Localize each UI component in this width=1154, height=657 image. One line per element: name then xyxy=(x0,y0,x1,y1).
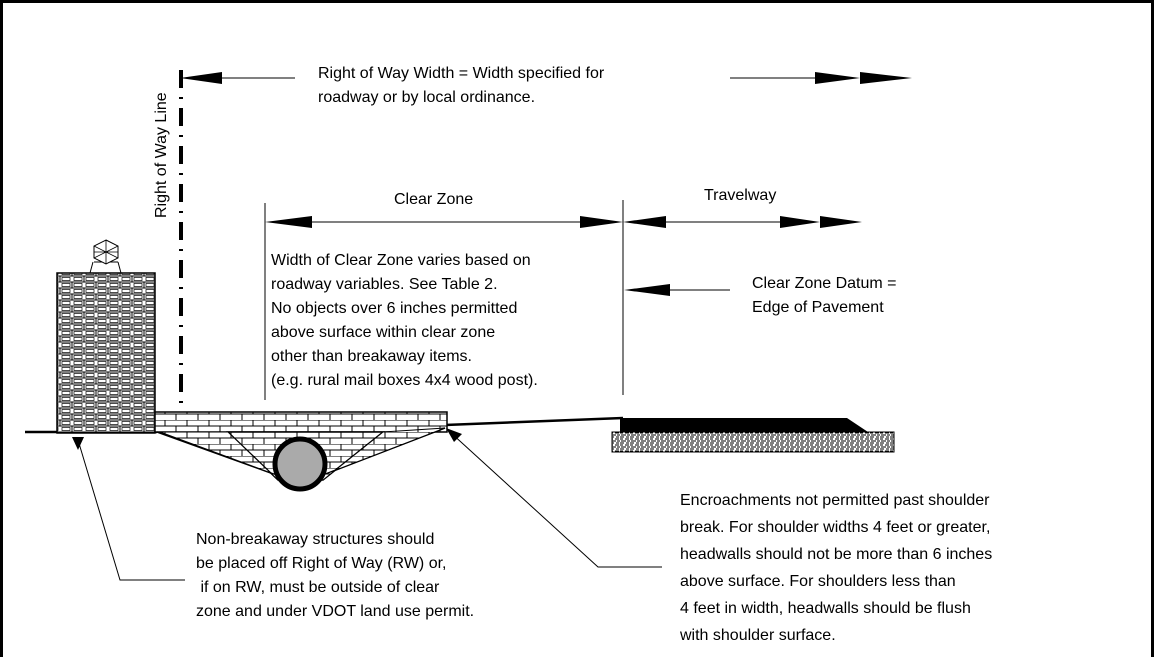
clear-zone-note-line-1: Width of Clear Zone varies based on xyxy=(271,252,531,269)
non-breakaway-line-2: be placed off Right of Way (RW) or, xyxy=(196,555,447,572)
travelway-label: Travelway xyxy=(704,187,777,204)
encroachments-line-4: above surface. For shoulders less than xyxy=(680,573,956,590)
datum-line-1: Clear Zone Datum = xyxy=(752,275,897,292)
encroachments-line-6: with shoulder surface. xyxy=(680,627,836,644)
datum-arrow xyxy=(624,284,730,296)
clear-zone-note-line-6: (e.g. rural mail boxes 4x4 wood post). xyxy=(271,372,538,389)
clear-zone-label: Clear Zone xyxy=(394,191,474,208)
encroachments-line-2: break. For shoulder widths 4 feet or gre… xyxy=(680,519,991,536)
travelway-arrow xyxy=(623,216,862,228)
pavement-section xyxy=(611,418,895,453)
leader-non-breakaway xyxy=(72,437,185,581)
clear-zone-note-line-4: above surface within clear zone xyxy=(271,324,496,341)
lantern-icon xyxy=(93,239,119,265)
culvert-headwall xyxy=(154,411,448,481)
datum-label: Clear Zone Datum = Edge of Pavement xyxy=(752,272,897,320)
non-breakaway-line-4: zone and under VDOT land use permit. xyxy=(196,603,475,620)
clear-zone-note: Width of Clear Zone varies based on road… xyxy=(271,249,538,393)
leader-encroachments xyxy=(446,428,662,568)
non-breakaway-line-3: if on RW, must be outside of clear xyxy=(196,579,440,596)
encroachments-note: Encroachments not permitted past shoulde… xyxy=(680,487,992,649)
datum-line-2: Edge of Pavement xyxy=(752,299,884,316)
row-width-label: Right of Way Width = Width specified for… xyxy=(318,62,604,110)
encroachments-line-5: 4 feet in width, headwalls should be flu… xyxy=(680,600,971,617)
clear-zone-note-line-2: roadway variables. See Table 2. xyxy=(271,276,498,293)
row-width-arrow xyxy=(180,72,912,84)
clear-zone-note-line-3: No objects over 6 inches permitted xyxy=(271,300,518,317)
encroachments-line-1: Encroachments not permitted past shoulde… xyxy=(680,492,990,509)
brick-pier xyxy=(56,261,156,434)
clear-zone-note-line-5: other than breakaway items. xyxy=(271,348,472,365)
culvert-pipe xyxy=(272,436,328,492)
clear-zone-dimension xyxy=(264,200,624,400)
row-width-line-2: roadway or by local ordinance. xyxy=(318,89,536,106)
row-width-line-1: Right of Way Width = Width specified for xyxy=(318,65,605,82)
non-breakaway-line-1: Non-breakaway structures should xyxy=(196,531,435,548)
right-of-way-line-label: Right of Way Line xyxy=(153,92,170,218)
encroachments-line-3: headwalls should not be more than 6 inch… xyxy=(680,546,993,563)
non-breakaway-note: Non-breakaway structures should be place… xyxy=(196,528,474,624)
